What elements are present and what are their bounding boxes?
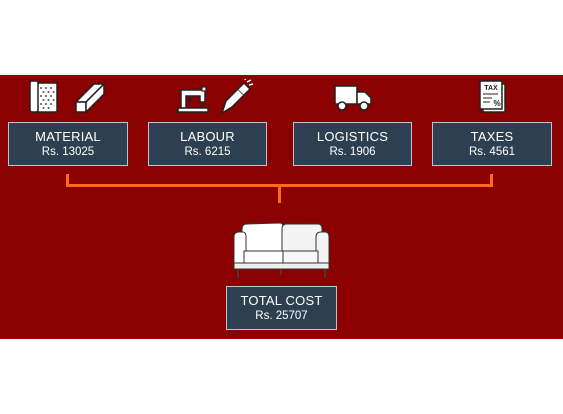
taxes-box: TAXES Rs. 4561 [432, 122, 552, 166]
tax-document-icon: TAX % [479, 80, 506, 113]
sewing-machine-icon [177, 86, 209, 113]
category-label: TAXES [470, 129, 514, 144]
diagram-panel: TAX % MATERIAL Rs. 13025 LABOUR Rs. 6215… [0, 75, 563, 339]
category-value: Rs. 6215 [184, 146, 231, 158]
total-label: TOTAL COST [240, 293, 323, 308]
wood-plank-icon [74, 82, 106, 114]
svg-text:TAX: TAX [484, 85, 498, 92]
connector-stem [278, 184, 281, 203]
fabric-roll-icon [29, 80, 58, 113]
total-cost-box: TOTAL COST Rs. 25707 [226, 286, 337, 330]
delivery-truck-icon [334, 85, 372, 111]
category-label: LABOUR [180, 129, 235, 144]
logistics-box: LOGISTICS Rs. 1906 [293, 122, 412, 166]
total-value: Rs. 25707 [255, 310, 308, 322]
category-value: Rs. 13025 [41, 146, 95, 158]
svg-text:%: % [493, 99, 500, 108]
category-value: Rs. 4561 [468, 146, 516, 158]
connector-drop-taxes [490, 174, 493, 187]
material-box: MATERIAL Rs. 13025 [8, 122, 128, 166]
connector-drop-material [66, 174, 69, 187]
category-label: MATERIAL [35, 129, 101, 144]
sofa-icon [233, 222, 330, 278]
labour-box: LABOUR Rs. 6215 [148, 122, 267, 166]
welding-torch-icon [220, 79, 254, 115]
category-label: LOGISTICS [316, 129, 389, 144]
category-value: Rs. 1906 [329, 146, 376, 158]
